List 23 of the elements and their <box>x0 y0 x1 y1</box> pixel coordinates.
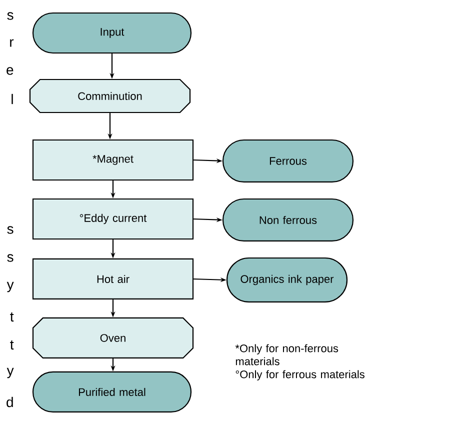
terminal-box: Organics ink paper <box>226 257 348 303</box>
cropped-letter: s <box>7 226 14 234</box>
preparation-box: Comminution <box>29 78 191 114</box>
terminal-box: Ferrous <box>222 139 354 183</box>
cropped-letter: y <box>6 282 14 292</box>
cropped-letter: s <box>7 254 14 262</box>
terminal-box: Input <box>32 12 192 54</box>
cropped-letter: t <box>10 312 14 322</box>
cropped-letter: t <box>10 340 14 350</box>
process-box: °Eddy current <box>32 198 194 240</box>
cropped-letter: r <box>10 39 14 47</box>
cropped-letter: l <box>12 94 13 104</box>
process-box: *Magnet <box>32 139 194 181</box>
cropped-letter: e <box>6 67 14 75</box>
terminal-box: Non ferrous <box>222 198 354 242</box>
cropped-letter: d <box>6 396 13 408</box>
footnote: °Only for ferrous materials <box>236 370 364 380</box>
terminal-box: Purified metal <box>32 371 192 413</box>
process-box: Hot air <box>32 258 194 300</box>
cropped-letter: y <box>6 368 14 378</box>
preparation-box: Oven <box>32 317 194 359</box>
cropped-letter: s <box>7 12 14 20</box>
footnote: *Only for non-ferrous materials <box>235 344 338 366</box>
